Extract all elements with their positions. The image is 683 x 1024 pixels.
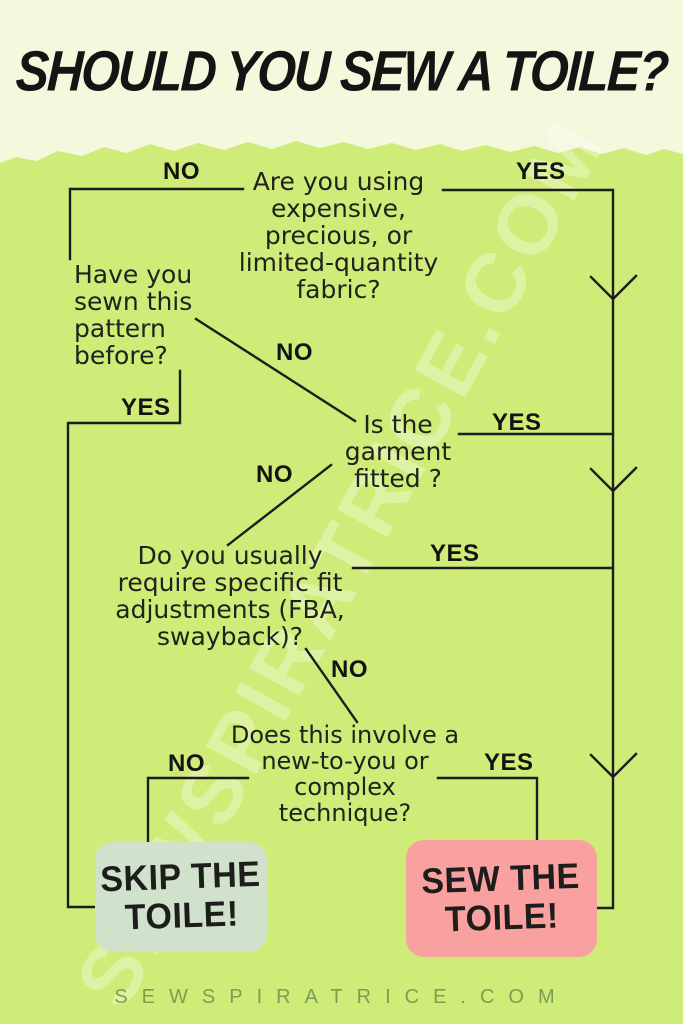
connector-fabric-yes-right-rail [441,188,615,910]
arrow-chevron-2 [589,466,638,493]
label-adjustments-yes: YES [430,540,480,567]
footer-url: SEWSPIRATRICE.COM [114,986,569,1008]
page-title: SHOULD YOU SEW A TOILE? [14,39,669,103]
label-fabric-yes: YES [516,158,566,185]
sew-toile-label: SEW THE TOILE! [420,855,581,940]
label-pattern-yes: YES [121,394,171,421]
question-fabric: Are you using expensive, precious, or li… [238,167,439,304]
connector-fitted-no-diagonal [226,463,333,547]
question-technique: Does this involve a new-to-you or comple… [230,721,460,827]
label-pattern-no: NO [276,339,313,366]
label-fitted-no: NO [256,461,293,488]
connector-technique-no [146,776,250,845]
arrow-chevron-3 [589,752,638,779]
connector-technique-yes [436,776,539,844]
sew-toile-box: SEW THE TOILE! [406,840,597,957]
skip-toile-box: SKIP THE TOILE! [95,842,267,952]
question-fitted: Is the garment fitted ? [344,410,452,493]
label-technique-no: NO [168,750,205,777]
question-adjustments: Do you usually require specific fit adju… [115,541,345,651]
connector-pattern-no-diagonal [194,317,357,423]
connector-fabric-no [68,187,245,261]
arrow-chevron-1 [589,274,638,301]
torn-paper-edge [0,141,683,1024]
question-pattern: Have you sewn this pattern before? [74,260,193,370]
label-adjustments-no: NO [331,656,368,683]
connector-pattern-yes-left-rail [66,369,182,909]
connector-adjustments-no-diagonal [304,647,359,724]
label-technique-yes: YES [484,749,534,776]
label-fitted-yes: YES [492,409,542,436]
label-fabric-no: NO [163,158,200,185]
skip-toile-label: SKIP THE TOILE! [99,854,262,938]
